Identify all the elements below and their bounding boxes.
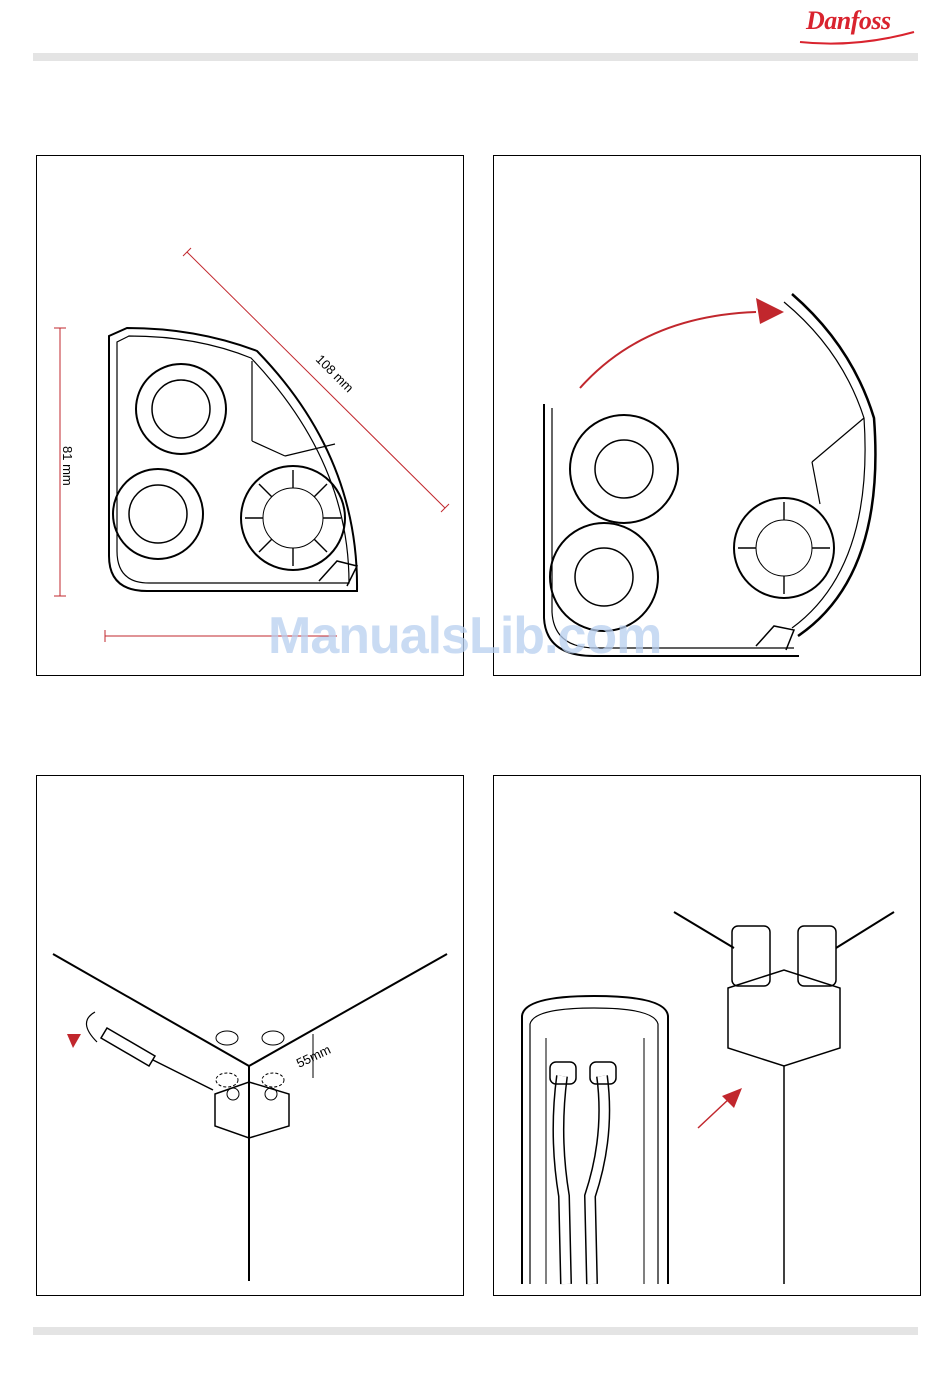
brand-logo-text: Danfoss (806, 6, 891, 36)
manifold-connection-drawing (494, 776, 921, 1296)
figure-open-cover (493, 155, 921, 676)
figure-manifold-connection (493, 775, 921, 1296)
figure-profile-dimensions: 108 mm 81 mm (36, 155, 464, 676)
watermark: ManualsLib.com (268, 606, 661, 666)
footer-rule (33, 1327, 918, 1335)
profile-dimensions-drawing: 108 mm 81 mm (37, 156, 464, 676)
wall-mounting-drawing: 55mm (37, 776, 464, 1296)
figure-wall-mounting: 55mm (36, 775, 464, 1296)
header-rule (33, 53, 918, 61)
dimension-108mm-label: 108 mm (313, 352, 357, 396)
open-cover-drawing (494, 156, 921, 676)
dimension-81mm-label: 81 mm (60, 446, 75, 486)
